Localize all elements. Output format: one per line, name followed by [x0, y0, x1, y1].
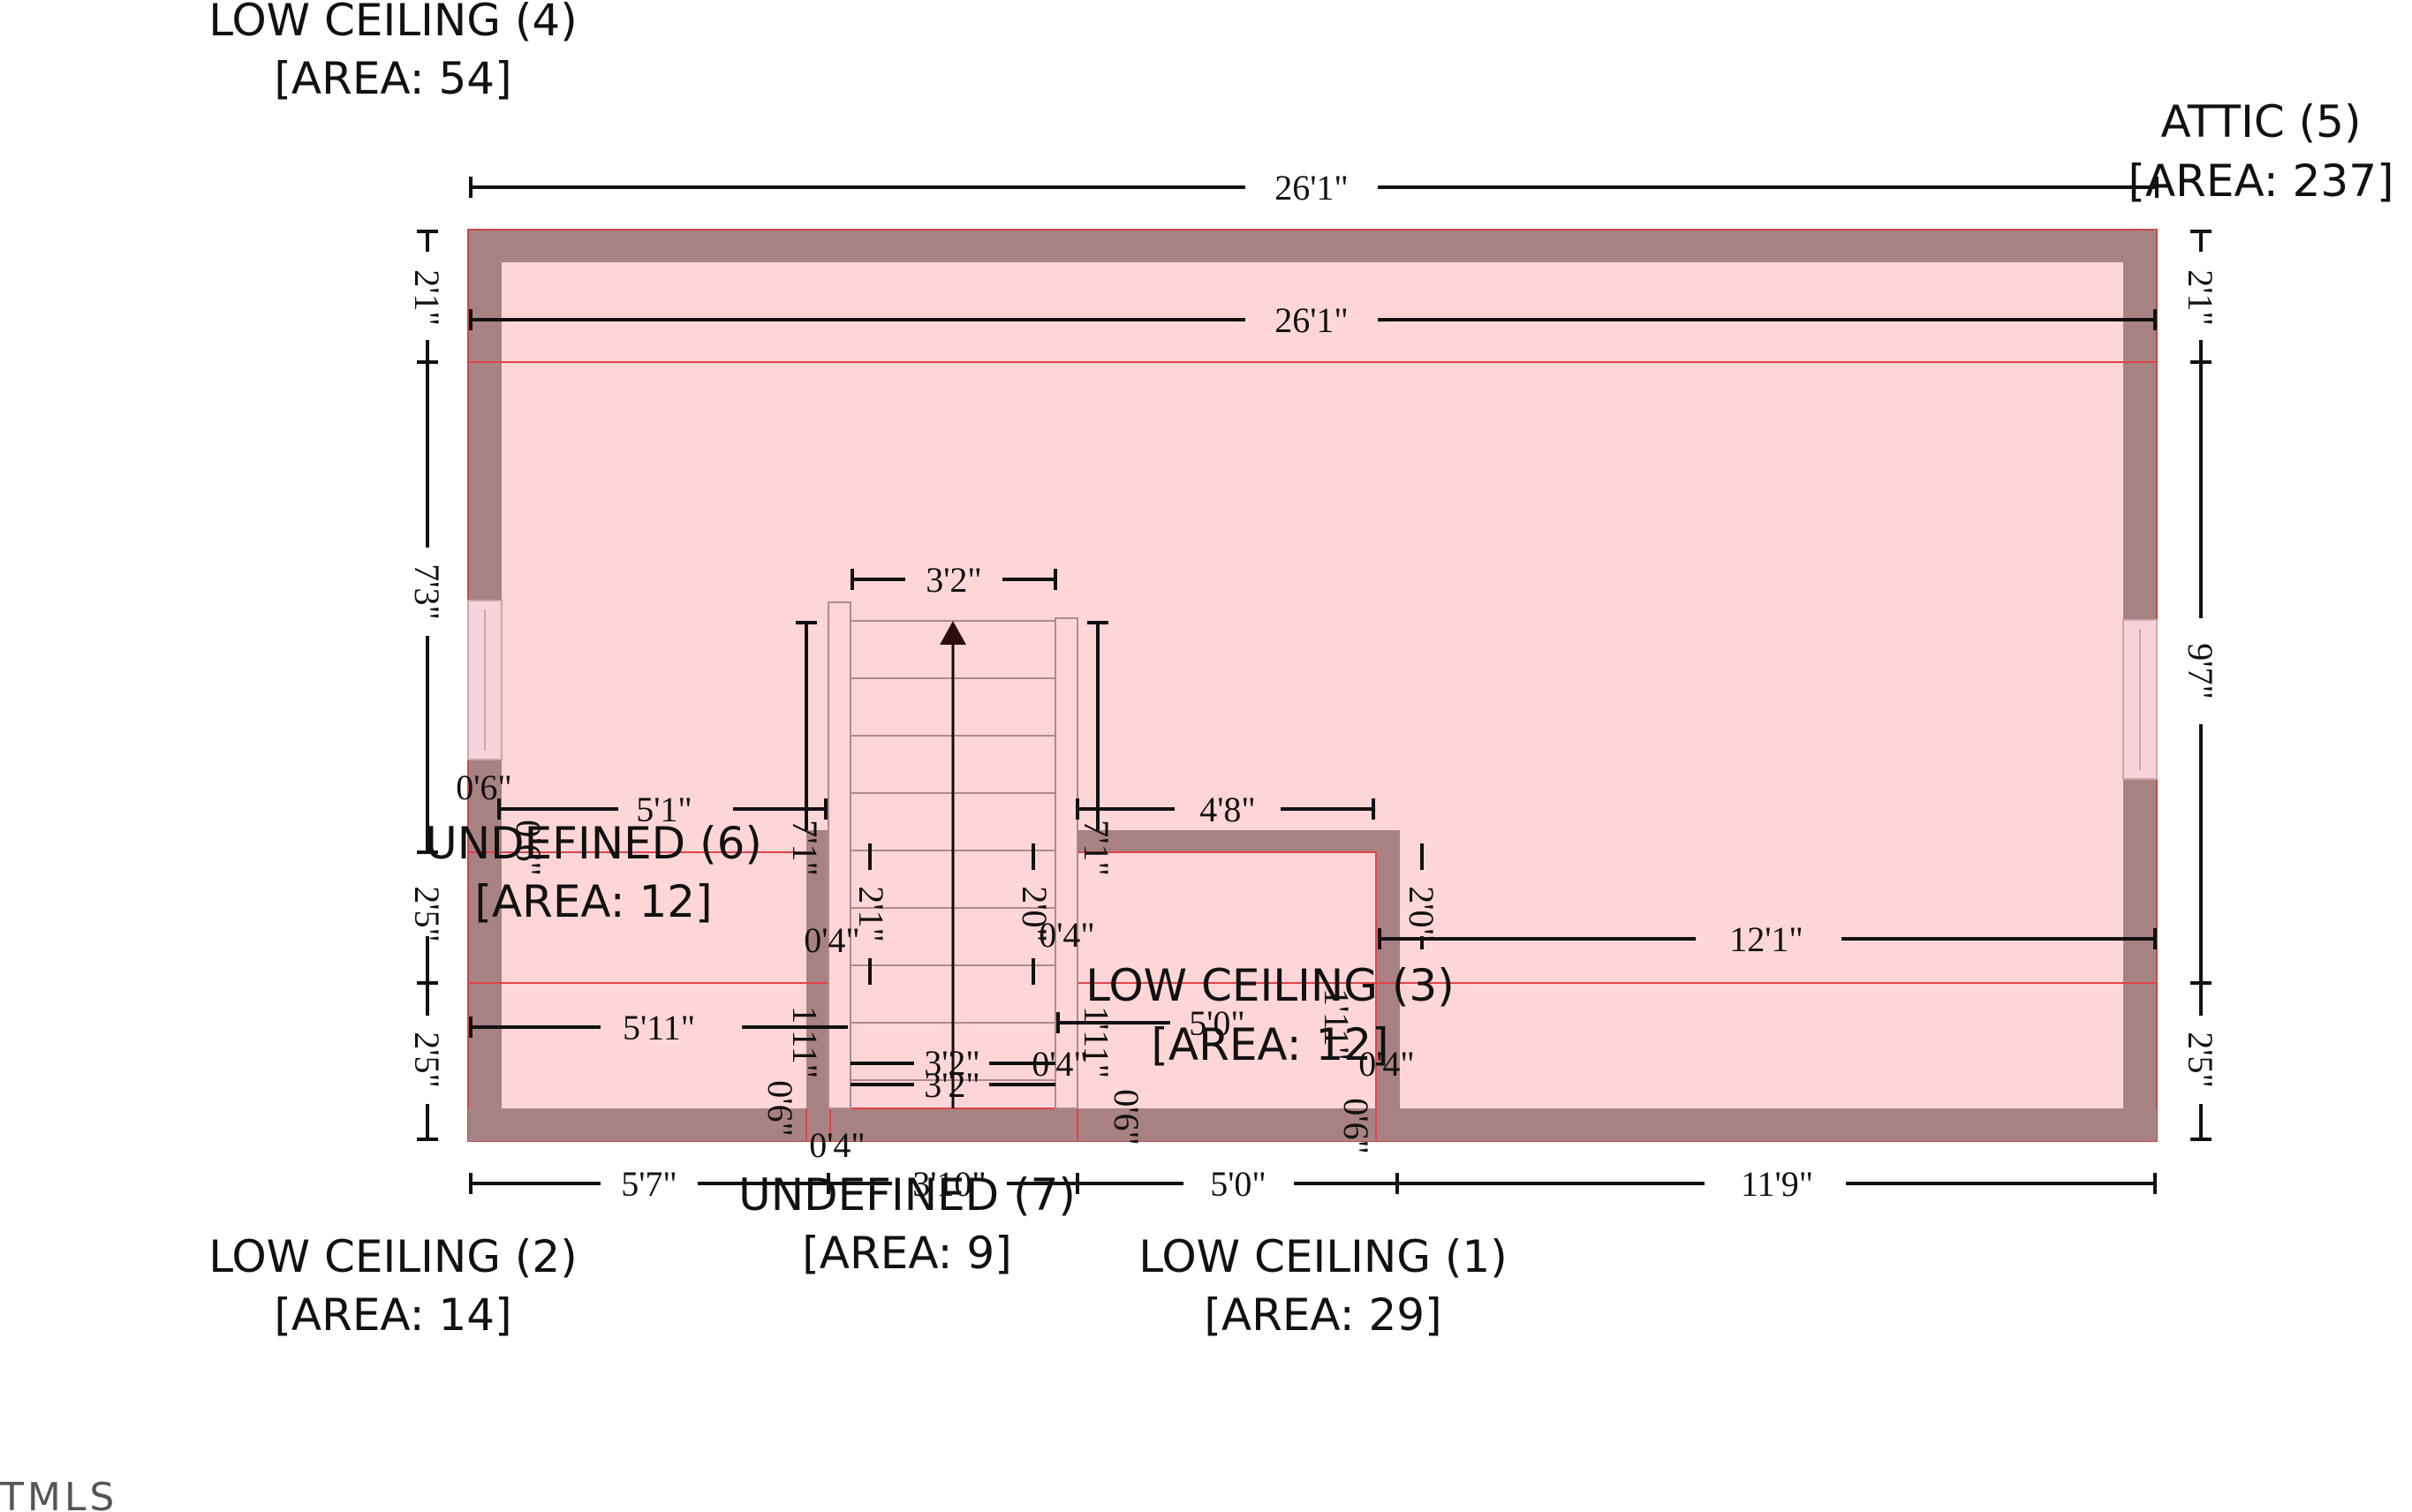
- room-name: LOW CEILING (1): [1138, 1231, 1507, 1282]
- dim-vert-a: 0'6": [760, 1080, 800, 1137]
- dim-vert-c: 0'6": [1336, 1098, 1376, 1154]
- dim-vert-f: 1'11": [1317, 988, 1357, 1061]
- dimension-lines: [417, 177, 2212, 1194]
- stair-right-rail: [1055, 617, 1078, 1109]
- stair-left-rail: [828, 601, 851, 1109]
- watermark: TMLS: [0, 1475, 117, 1512]
- room-area: [AREA: 29]: [1204, 1289, 1441, 1341]
- dim-bottom-4: 11'9": [1741, 1164, 1813, 1204]
- room-name: ATTIC (5): [2161, 96, 2362, 147]
- dim-left-bottom: 2'5": [407, 1032, 447, 1088]
- room-name: LOW CEILING (3): [1085, 960, 1454, 1011]
- dim-vert-h: 7'1": [1077, 820, 1116, 876]
- dim-top-outer: 26'1": [1274, 168, 1349, 208]
- dim-right-bottom: 2'5": [2181, 1032, 2220, 1088]
- stair-up-arrow-icon: [940, 621, 966, 645]
- room-labels: LOW CEILING (4) [AREA: 54] ATTIC (5) [AR…: [208, 0, 2393, 1341]
- room-area: [AREA: 54]: [274, 53, 511, 104]
- room-area: [AREA: 9]: [802, 1228, 1011, 1279]
- dim-left-room-width: 5'1": [636, 790, 692, 829]
- dim-wall-b: 0'4": [1039, 915, 1095, 955]
- room-area: [AREA: 237]: [2128, 155, 2393, 207]
- dim-right-span: 12'1": [1729, 919, 1803, 959]
- dim-wall-d: 0'4": [1358, 1044, 1415, 1084]
- dim-bottom-wall: 0'4": [809, 1125, 866, 1165]
- bottom-wall-strip: [468, 1108, 2157, 1141]
- dim-right-room-width: 4'8": [1199, 790, 1256, 829]
- dim-vert-b: 0'6": [1107, 1089, 1146, 1145]
- dim-left-lower-width: 5'11": [623, 1008, 695, 1047]
- room-name: UNDEFINED (7): [738, 1169, 1076, 1221]
- dim-vert-e: 1'11": [1077, 1006, 1116, 1078]
- right-room-floor: [1077, 852, 1376, 1108]
- dim-center-low-width: 5'0": [1189, 1003, 1245, 1043]
- dim-wall-c: 0'4": [1032, 1044, 1088, 1084]
- dim-wall-a: 0'4": [804, 920, 860, 960]
- room-area: [AREA: 12]: [474, 876, 712, 927]
- dim-stair-bottom-b: 3'2": [924, 1065, 980, 1105]
- dim-left-room-offset: 0'6": [456, 767, 512, 807]
- room-area: [AREA: 12]: [1151, 1019, 1388, 1070]
- dim-left-mid: 7'3": [407, 563, 447, 620]
- dim-left-top: 2'1": [407, 269, 447, 326]
- room-name: UNDEFINED (6): [425, 818, 762, 869]
- dim-bottom-2: 3'10": [912, 1164, 987, 1204]
- dim-bottom-3: 5'0": [1210, 1164, 1266, 1204]
- dim-vert-d: 1'11": [785, 1006, 825, 1078]
- dimension-labels: 26'1" 26'1" 3'2" 5'1" 0'6" 4'8" 12'1" 5'…: [407, 168, 2220, 1204]
- dim-stair-right-depth: 2'0": [1015, 886, 1055, 942]
- right-room-top-wall: [1055, 830, 1400, 852]
- dim-right-mid: 9'7": [2181, 643, 2220, 699]
- dim-stair-width: 3'2": [926, 560, 982, 600]
- dim-bottom-1: 5'7": [621, 1164, 677, 1204]
- room-name: LOW CEILING (2): [208, 1231, 577, 1282]
- dim-right-top: 2'1": [2181, 269, 2220, 326]
- dim-right-room-depth: 2'0": [1402, 886, 1441, 942]
- dim-stair-left-depth: 2'1": [851, 886, 891, 942]
- dim-vert-i: 0'6": [509, 820, 548, 876]
- dim-left-lower: 2'5": [407, 886, 447, 942]
- room-area: [AREA: 14]: [274, 1289, 511, 1341]
- dim-vert-g: 7'1": [785, 820, 825, 876]
- room-name: LOW CEILING (4): [208, 0, 577, 46]
- dim-stair-bottom-a: 3'2": [924, 1043, 980, 1083]
- dim-top-inner: 26'1": [1274, 300, 1349, 340]
